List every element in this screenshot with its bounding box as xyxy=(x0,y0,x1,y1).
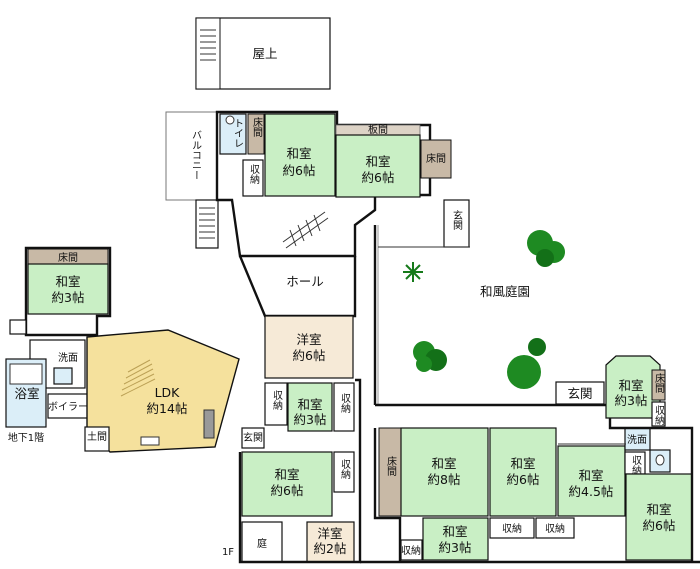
genkan-right-label: 玄関 xyxy=(567,386,592,401)
toko-right-small-label: 床間 xyxy=(653,372,665,394)
washitsu-c-room: 和室 約3帖 xyxy=(287,382,333,432)
washitsu-b-label: 和室 xyxy=(365,154,390,169)
shuno-g-label: 収納 xyxy=(545,522,565,535)
bath-label: 浴室 xyxy=(14,386,39,401)
washitsu-g-label: 和室 xyxy=(578,468,603,483)
washitsu-g-room: 和室 約4.5帖 xyxy=(557,445,626,517)
ldk-room: LDK 約14帖 xyxy=(86,329,240,453)
washitsu-g-size: 約4.5帖 xyxy=(569,484,614,499)
yoshitsu-room: 洋室 約6帖 xyxy=(264,315,354,379)
b1-toko-label: 床間 xyxy=(58,251,78,264)
washitsu-b-size: 約6帖 xyxy=(362,170,395,185)
washitsu-i-size: 約3帖 xyxy=(615,393,648,408)
balcony-label: バルコニー xyxy=(190,130,202,180)
washitsu-i-room: 和室 約3帖 xyxy=(605,355,661,419)
yoshitsu2-room: 洋室 約2帖 xyxy=(306,521,355,563)
washitsu-i-label: 和室 xyxy=(618,378,643,393)
washitsu-c-size: 約3帖 xyxy=(294,412,327,427)
shuno-h-label: 収納 xyxy=(653,405,665,426)
yoshitsu2-label: 洋室 xyxy=(317,526,342,541)
rooftop-room: 屋上 xyxy=(195,17,331,90)
toko-small-label: 床間 xyxy=(251,116,263,138)
washitsu-c-label: 和室 xyxy=(297,397,322,412)
basement-floor-label: 地下1階 xyxy=(8,431,44,444)
toko-big-label: 床間 xyxy=(385,455,397,477)
japanese-garden: 和風庭園 xyxy=(403,230,565,389)
b1-washitsu-size: 約3帖 xyxy=(52,290,85,305)
shuno-f-label: 収納 xyxy=(502,522,522,535)
ldk-size: 約14帖 xyxy=(147,401,188,416)
floor-label: 1F xyxy=(222,547,234,558)
washitsu-h-label: 和室 xyxy=(442,524,467,539)
doma-label: 土間 xyxy=(87,430,107,443)
itama-label: 板間 xyxy=(368,123,388,136)
hall-label: ホール xyxy=(286,274,324,289)
washitsu-e-label: 和室 xyxy=(431,456,456,471)
washitsu-a-size: 約6帖 xyxy=(283,163,316,178)
basement-b1-washitsu: 床間 和室 約3帖 xyxy=(27,248,109,315)
washitsu-j-room: 和室 約6帖 xyxy=(625,473,693,561)
balcony-area: バルコニー xyxy=(165,111,219,249)
garden-small-label: 庭 xyxy=(257,537,267,550)
shuno-i-label: 収納 xyxy=(630,455,642,476)
washitsu-b-room: 板間 和室 約6帖 xyxy=(335,123,421,198)
garden-label: 和風庭園 xyxy=(480,284,530,299)
washitsu-j-label: 和室 xyxy=(646,502,671,517)
washitsu-f-label: 和室 xyxy=(510,456,535,471)
washitsu-a-label: 和室 xyxy=(286,146,311,161)
shuno-c-label: 収納 xyxy=(339,393,351,414)
genkan-upper-label: 玄関 xyxy=(451,209,463,231)
washitsu-f-size: 約6帖 xyxy=(507,472,540,487)
shuno-a-label: 収納 xyxy=(248,164,260,185)
b1-washitsu-label: 和室 xyxy=(55,274,80,289)
washitsu-a-room: 和室 約6帖 xyxy=(264,113,336,197)
shuno-e-label: 収納 xyxy=(401,544,421,557)
rooftop-label: 屋上 xyxy=(252,46,277,61)
yoshitsu-size: 約6帖 xyxy=(293,348,326,363)
washitsu-d-label: 和室 xyxy=(274,467,299,482)
genkan-small-label: 玄関 xyxy=(243,431,263,444)
boiler-label: ボイラー xyxy=(48,401,88,413)
yoshitsu2-size: 約2帖 xyxy=(314,541,347,556)
ldk-label: LDK xyxy=(155,385,181,400)
washroom-right-label: 洗面 xyxy=(627,434,647,446)
washroom-label: 洗面 xyxy=(58,352,78,364)
toilet-room: トイレ xyxy=(219,113,247,155)
washitsu-f-room: 和室 約6帖 xyxy=(489,427,557,517)
washitsu-h-size: 約3帖 xyxy=(439,540,472,555)
washitsu-d-room: 和室 約6帖 xyxy=(241,451,333,517)
washitsu-h-room: 和室 約3帖 xyxy=(422,517,489,561)
washitsu-j-size: 約6帖 xyxy=(643,518,676,533)
tokonoma-right-label: 床間 xyxy=(426,152,446,165)
washitsu-e-size: 約8帖 xyxy=(428,472,461,487)
shuno-d-label: 収納 xyxy=(339,459,351,480)
yoshitsu-label: 洋室 xyxy=(296,332,321,347)
washitsu-d-size: 約6帖 xyxy=(271,483,304,498)
washitsu-e-room: 和室 約8帖 xyxy=(400,427,489,517)
shuno-b-label: 収納 xyxy=(271,390,283,411)
toilet-label: トイレ xyxy=(232,118,244,148)
